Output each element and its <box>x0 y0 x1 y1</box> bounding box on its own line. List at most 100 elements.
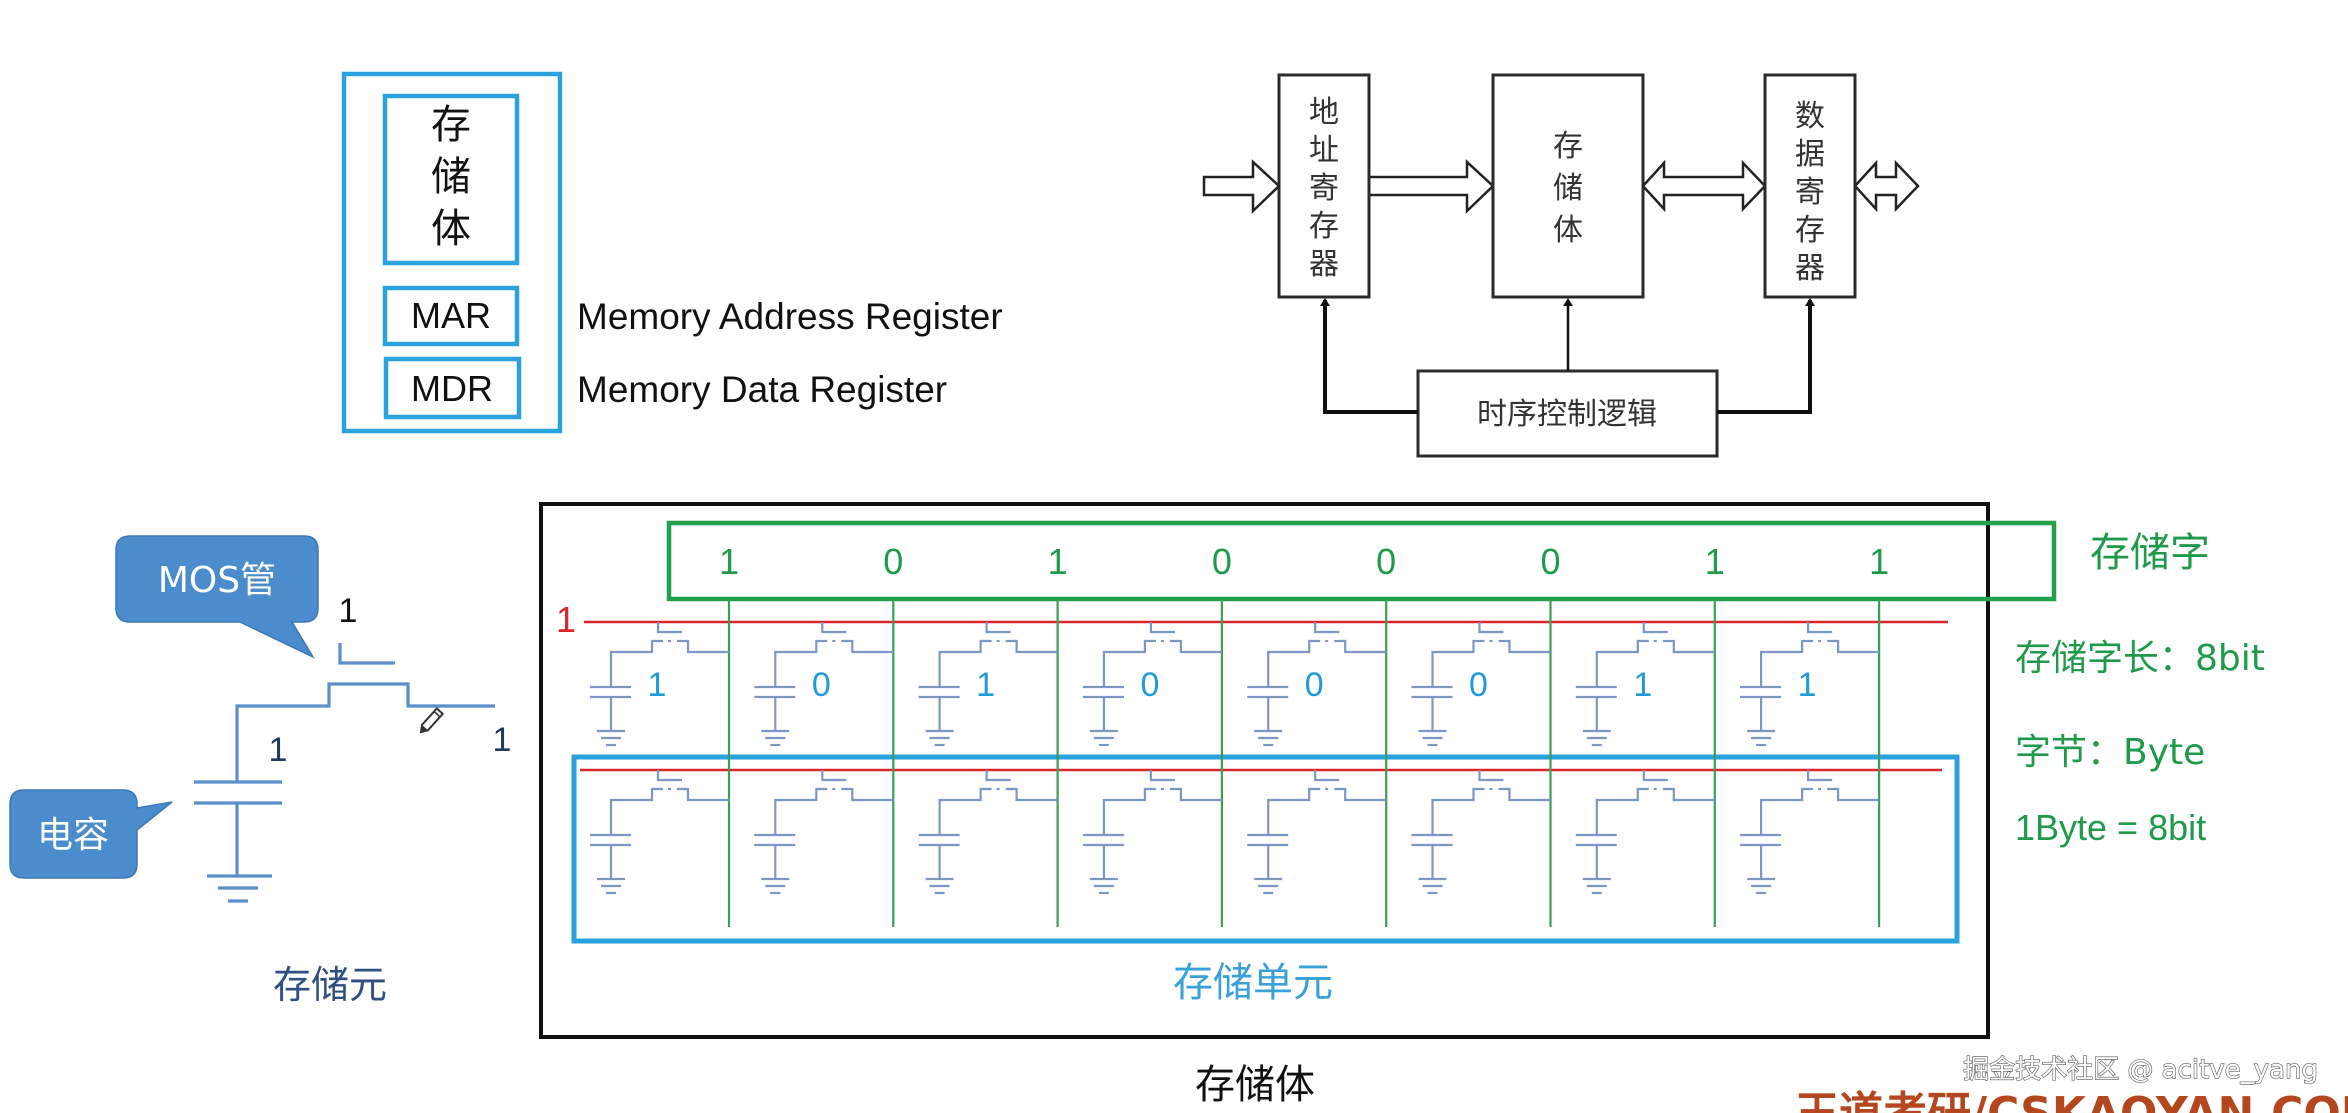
mdr-box <box>383 356 522 420</box>
memory-cell <box>754 770 894 895</box>
data-register-char: 寄 <box>1795 175 1825 210</box>
memory-cell <box>1247 770 1387 895</box>
cell-source <box>938 639 992 687</box>
cell-gate <box>1807 770 1833 782</box>
address-register-char: 存 <box>1309 209 1339 244</box>
word-bit: 1 <box>1869 541 1889 582</box>
storage-word-label: 存储字 <box>2090 530 2210 576</box>
memory-body-char: 存 <box>431 102 471 148</box>
register-panel-frame <box>341 71 563 434</box>
word-line-value: 1 <box>556 599 576 640</box>
cell-value: 1 <box>1798 666 1817 704</box>
cell-gate <box>821 770 847 782</box>
cell-gate <box>1149 622 1175 634</box>
cell-drain <box>1334 787 1387 802</box>
cell-drain <box>1169 639 1222 654</box>
cell-drain <box>1005 639 1058 654</box>
memory-cell: 0 <box>1411 622 1551 747</box>
word-bit: 1 <box>719 541 739 582</box>
cell-drain <box>1662 787 1715 802</box>
mar-full-name: Memory Address Register <box>577 296 1003 337</box>
memory-cell: 0 <box>754 622 894 747</box>
cell-gate <box>1478 770 1504 782</box>
cell-drain <box>1827 639 1880 654</box>
cell-drain <box>677 787 729 802</box>
address-register-char: 址 <box>1309 133 1339 168</box>
cell-gate <box>985 622 1011 634</box>
address-register-char: 地 <box>1309 95 1339 130</box>
footer-brand: 王道考研/CSKAOYAN.COM <box>1795 1088 2348 1113</box>
cell-source <box>1595 787 1649 835</box>
cell-gate <box>821 622 847 634</box>
cell-source <box>1102 787 1156 835</box>
cell-gate <box>1642 770 1668 782</box>
data-register-label: 数 据 寄 存 器 <box>1795 99 1825 286</box>
cell-drain <box>1169 787 1222 802</box>
cell-value: 1 <box>648 666 667 704</box>
cell-value: 1 <box>976 666 995 704</box>
data-register-box <box>1763 73 1857 299</box>
cell-drain <box>1498 639 1551 654</box>
data-register-char: 器 <box>1795 251 1825 286</box>
memory-cell: 1 <box>1575 622 1715 747</box>
address-register-char: 寄 <box>1309 171 1339 206</box>
cell-drain <box>841 639 894 654</box>
external-data-arrow <box>1853 159 1920 213</box>
word-bit: 1 <box>1705 541 1725 582</box>
mos-callout <box>115 535 319 659</box>
word-bit: 0 <box>1212 541 1232 582</box>
ground-icon <box>207 874 272 903</box>
storage-unit-label: 存储单元 <box>1173 960 1333 1006</box>
storage-element-caption: 存储元 <box>273 963 387 1007</box>
mos-transistor-symbol <box>235 643 495 782</box>
word-bit: 1 <box>1048 541 1068 582</box>
cell-source <box>774 787 828 835</box>
mos-callout-label: MOS管 <box>158 560 276 601</box>
bit-lines <box>727 599 1881 927</box>
cell-source <box>1431 639 1485 687</box>
cell-value: 0 <box>812 666 831 704</box>
memory-body-block-char: 存 <box>1553 129 1583 164</box>
memory-cell: 0 <box>1082 622 1222 747</box>
cell-source <box>1760 787 1814 835</box>
memory-cell <box>1082 770 1222 895</box>
address-register-label: 地 址 寄 存 器 <box>1309 95 1339 282</box>
cell-value: 0 <box>1140 666 1159 704</box>
memory-body-char: 储 <box>431 154 471 200</box>
cell-source <box>1102 639 1156 687</box>
address-register-box <box>1277 73 1371 299</box>
cell-drain <box>1662 639 1715 654</box>
memory-body-block <box>1491 73 1645 299</box>
cell-gate <box>985 770 1011 782</box>
capacitor-callout-label: 电容 <box>37 815 109 856</box>
pencil-cursor-icon <box>419 707 445 734</box>
data-register-char: 数 <box>1795 99 1825 134</box>
cell-drain <box>1827 787 1880 802</box>
data-bus-arrow <box>1641 159 1767 213</box>
mdr-full-name: Memory Data Register <box>577 369 947 410</box>
cell-value: 0 <box>1469 666 1488 704</box>
byte-equation-note: 1Byte = 8bit <box>2015 807 2206 848</box>
memory-cell <box>590 770 729 895</box>
memory-cell <box>1740 770 1880 895</box>
memory-block-diagram: 地 址 寄 存 器 存 储 体 数 据 寄 存 器 时序控制逻辑 <box>1202 73 1920 458</box>
address-bus-arrow <box>1367 159 1495 214</box>
memory-cell <box>918 770 1058 895</box>
watermark: 掘金技术社区 @ acitve_yang <box>1963 1055 2318 1085</box>
cell-gate <box>1478 622 1504 634</box>
word-bit: 0 <box>1376 541 1396 582</box>
register-panel: 存 储 体 MAR MDR Memory Address Register Me… <box>341 71 1003 434</box>
data-register-char: 据 <box>1795 137 1825 172</box>
bitline-value: 1 <box>493 721 512 759</box>
memory-cell: 1 <box>590 622 729 747</box>
memory-cell: 1 <box>1740 622 1880 747</box>
memory-cell <box>1411 770 1551 895</box>
word-bit: 0 <box>1540 541 1560 582</box>
cell-source <box>1267 639 1321 687</box>
address-input-arrow <box>1202 159 1281 214</box>
storage-unit-box <box>571 754 1960 944</box>
